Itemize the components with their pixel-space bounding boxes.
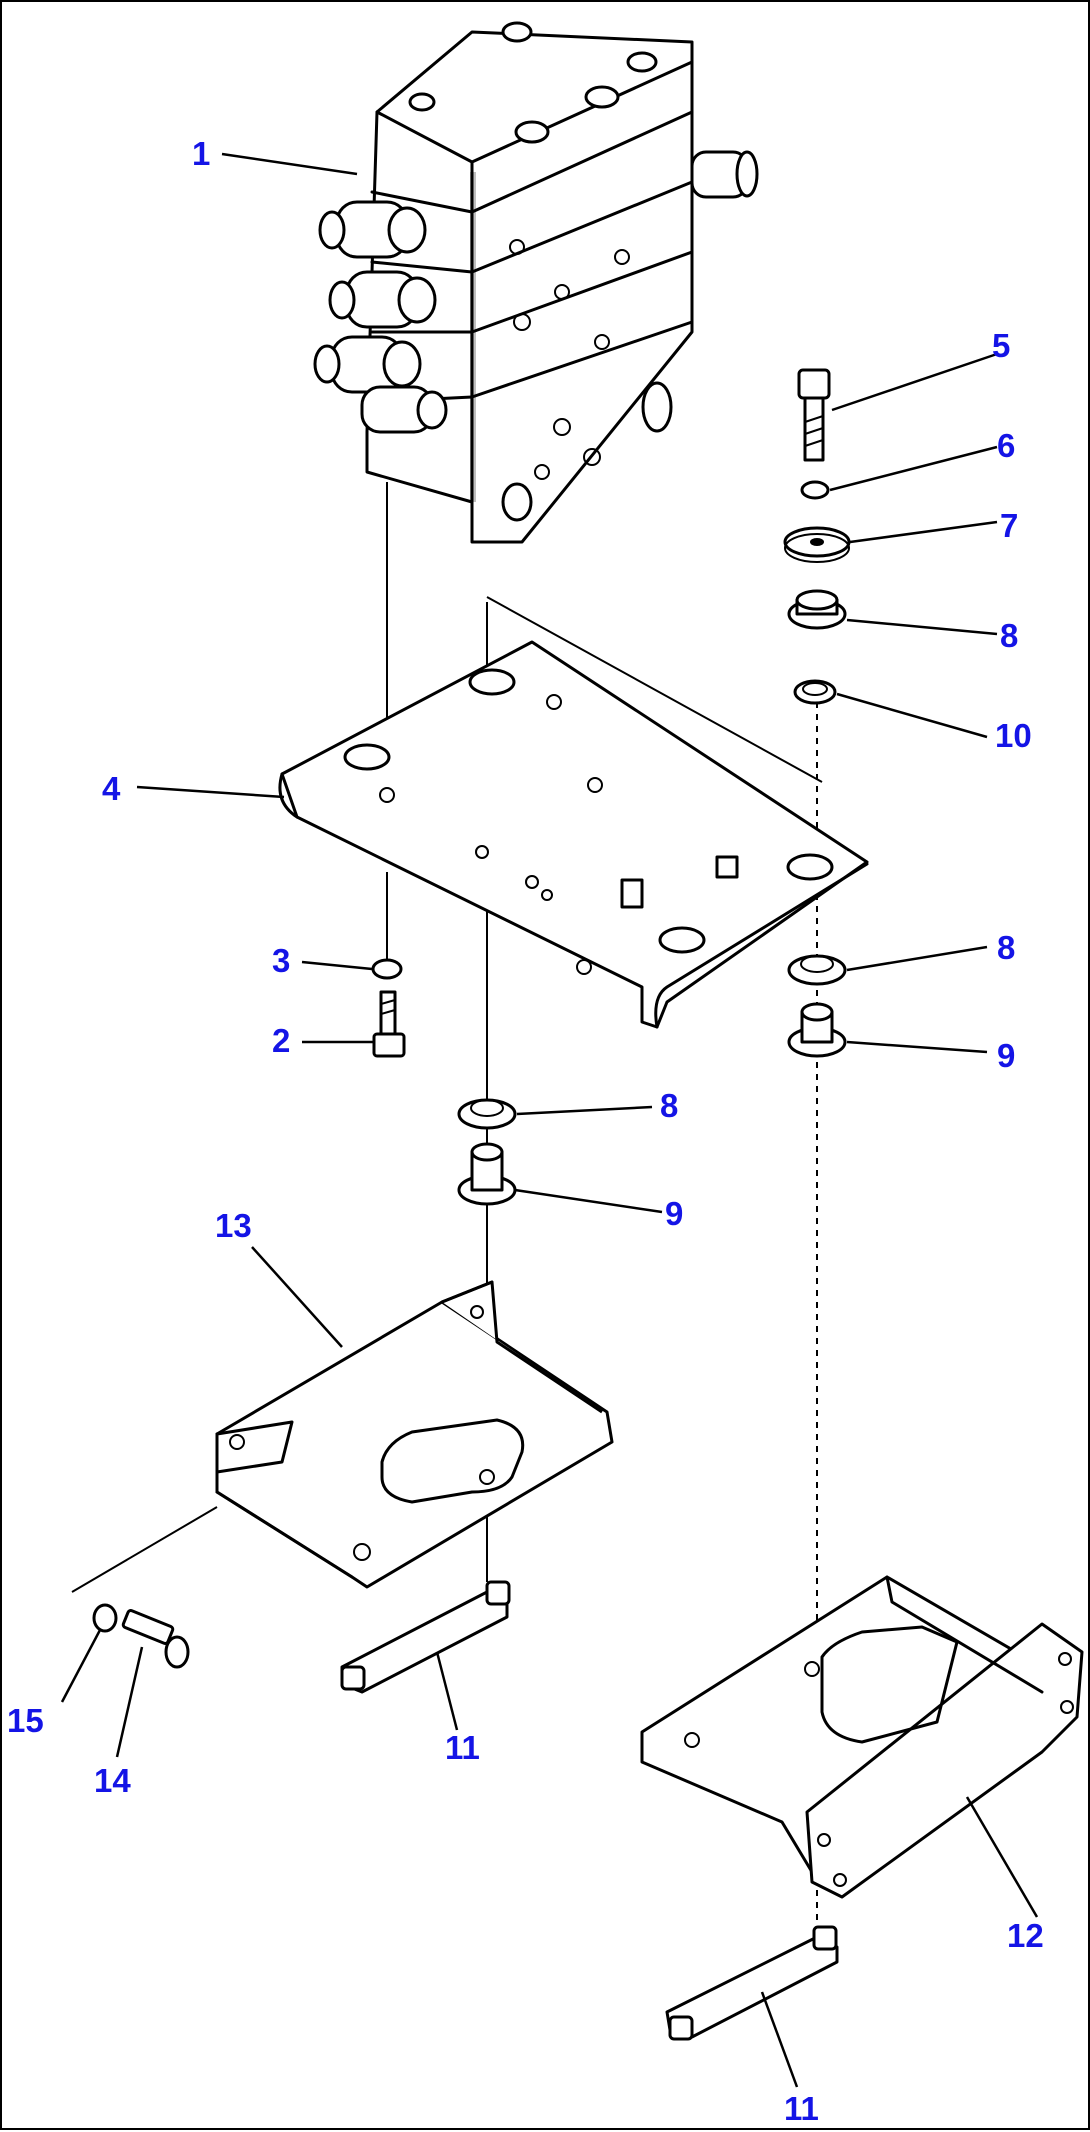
- callout-numbers: 1 2 3 4 5 6 7 8 8 8 9 9 10 11 11 12 13 1…: [7, 135, 1044, 2127]
- cushion-8-center: [457, 1098, 517, 1130]
- mounting-plate-4: [278, 640, 869, 1029]
- callout-6: 6: [997, 427, 1015, 464]
- nut-10: [793, 679, 837, 705]
- washer-6: [800, 480, 830, 500]
- bolt-14: [121, 1609, 190, 1669]
- spacer-9-center: [457, 1142, 517, 1206]
- callout-4: 4: [102, 770, 121, 807]
- callout-1: 1: [192, 135, 210, 172]
- callout-3: 3: [272, 942, 290, 979]
- stay-11-left: [340, 1580, 511, 1694]
- control-valve: [313, 21, 759, 544]
- cushion-8-top: [787, 589, 847, 630]
- bracket-12: [640, 1575, 1084, 1899]
- callout-8-right: 8: [997, 929, 1015, 966]
- bolt-2: [372, 990, 406, 1058]
- bracket-13: [71, 1280, 614, 1593]
- callout-5: 5: [992, 327, 1010, 364]
- callout-2: 2: [272, 1022, 290, 1059]
- bolt-5: [797, 368, 831, 462]
- callout-9-center: 9: [665, 1195, 683, 1232]
- callout-8-center: 8: [660, 1087, 678, 1124]
- cushion-8-right: [787, 954, 847, 986]
- callout-8-top: 8: [1000, 617, 1018, 654]
- callout-12: 12: [1007, 1917, 1044, 1954]
- callout-10: 10: [995, 717, 1032, 754]
- callout-7: 7: [1000, 507, 1018, 544]
- washer-15: [92, 1603, 118, 1633]
- callout-15: 15: [7, 1702, 44, 1739]
- callout-11-right: 11: [784, 2090, 819, 2127]
- callout-11-left: 11: [445, 1729, 480, 1766]
- callout-9-right: 9: [997, 1037, 1015, 1074]
- washer-7: [783, 526, 851, 563]
- callout-13: 13: [215, 1207, 252, 1244]
- stay-11-right: [665, 1925, 839, 2041]
- leader-lines: [60, 152, 1039, 2088]
- callout-14: 14: [94, 1762, 131, 1799]
- washer-3: [371, 958, 403, 980]
- spacer-9-right: [787, 1002, 847, 1058]
